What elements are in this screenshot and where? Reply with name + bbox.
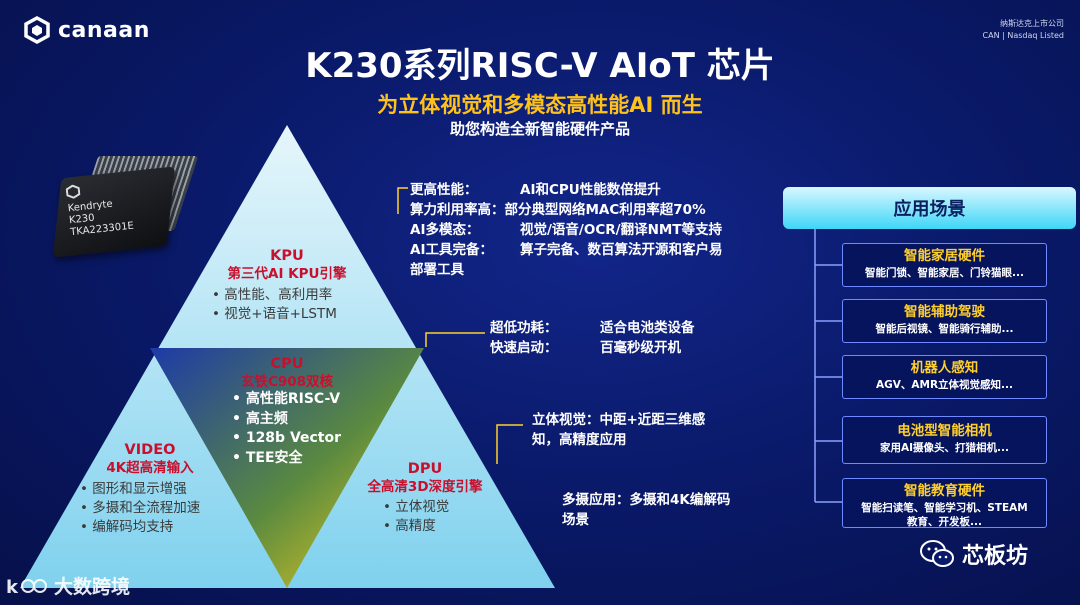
watermark-logo-icon: k — [6, 577, 47, 598]
cpu-title: CPU — [270, 356, 304, 372]
svg-text:k: k — [6, 577, 19, 598]
scenario-card[interactable]: 机器人感知 AGV、AMR立体视觉感知... — [842, 355, 1047, 399]
watermark-right-text: 芯板坊 — [962, 544, 1029, 569]
kpu-features: 更高性能：AI和CPU性能数倍提升 算力利用率高：部分典型网络MAC利用率超70… — [410, 180, 723, 280]
video-section: VIDEO 4K超高清输入 — [60, 441, 240, 477]
cpu-center-triangle — [150, 348, 424, 588]
feature-row: 算力利用率高：部分典型网络MAC利用率超70% — [410, 202, 706, 218]
feature-row: 超低功耗：适合电池类设备 — [490, 320, 695, 336]
cpu-item: • TEE安全 — [232, 449, 303, 466]
kendryte-logo-icon — [65, 184, 81, 199]
feature-continuation: 部署工具 — [410, 262, 464, 278]
watermark-left-text: 大数跨境 — [54, 576, 131, 598]
page-title: K230系列RISC-V AIoT 芯片 — [305, 46, 775, 86]
cpu-list: • 高性能RISC-V • 高主频 • 128b Vector • TEE安全 — [232, 390, 341, 468]
cpu-item: • 高主频 — [232, 410, 288, 427]
kpu-subtitle: 第三代AI KPU引擎 — [227, 266, 347, 282]
watermark-left: k 大数跨境 — [6, 572, 130, 599]
video-subtitle: 4K超高清输入 — [106, 460, 194, 476]
k230-chip-image: Kendryte K230 TKA223301E — [52, 150, 199, 258]
kpu-section: KPU 第三代AI KPU引擎 — [187, 247, 387, 283]
listed-cn: 纳斯达克上市公司 — [1000, 19, 1064, 28]
dpu-subtitle: 全高清3D深度引擎 — [367, 479, 483, 495]
watermark-right: 芯板坊 — [920, 538, 1028, 570]
video-item: • 图形和显示增强 — [80, 481, 187, 497]
listed-en: CAN | Nasdaq Listed — [982, 31, 1064, 40]
video-item: • 多摄和全流程加速 — [80, 500, 201, 516]
dpu-item: • 高精度 — [383, 518, 436, 534]
dpu-list: • 立体视觉 • 高精度 — [383, 498, 449, 536]
feature-row: AI多模态：视觉/语音/OCR/翻译NMT等支持 — [410, 222, 723, 238]
kpu-title: KPU — [270, 248, 304, 264]
page-subtitle: 为立体视觉和多模态高性能AI 而生 — [377, 93, 703, 117]
canaan-logo: canaan — [24, 16, 150, 44]
stereo-feature: 立体视觉：中距+近距三维感 知，高精度应用 — [532, 412, 706, 448]
page-tagline: 助您构造全新智能硬件产品 — [449, 120, 630, 138]
scenario-card[interactable]: 智能教育硬件 智能扫读笔、智能学习机、STEAM 教育、开发板... — [842, 478, 1047, 528]
listed-badge: 纳斯达克上市公司 CAN | Nasdaq Listed — [983, 18, 1064, 42]
video-list: • 图形和显示增强 • 多摄和全流程加速 • 编解码均支持 — [80, 480, 200, 537]
cpu-subtitle: 玄铁C908双核 — [240, 374, 334, 390]
cpu-section: CPU 玄铁C908双核 — [187, 355, 387, 391]
feature-row: 快速启动：百毫秒级开机 — [490, 340, 681, 356]
dpu-item: • 立体视觉 — [383, 499, 450, 515]
feature-row: AI工具完备：算子完备、数百算法开源和客户易 — [410, 242, 723, 258]
wechat-icon — [920, 540, 954, 567]
kpu-item: • 高性能、高利用率 — [212, 287, 333, 303]
scenario-card[interactable]: 电池型智能相机 家用AI摄像头、打猎相机... — [842, 416, 1047, 464]
kpu-item: • 视觉+语音+LSTM — [212, 306, 337, 322]
brand-name: canaan — [58, 17, 150, 43]
hexagon-logo-icon — [24, 16, 50, 44]
video-title: VIDEO — [124, 442, 176, 458]
feature-row: 更高性能：AI和CPU性能数倍提升 — [410, 182, 661, 198]
cpu-item: • 高性能RISC-V — [232, 391, 341, 407]
cpu-item: • 128b Vector — [232, 430, 342, 446]
dpu-section: DPU 全高清3D深度引擎 — [340, 460, 510, 496]
power-features: 超低功耗：适合电池类设备 快速启动：百毫秒级开机 — [490, 318, 695, 358]
dpu-title: DPU — [407, 461, 443, 477]
multicam-feature: 多摄应用：多摄和4K编解码 场景 — [562, 492, 731, 528]
kpu-list: • 高性能、高利用率 • 视觉+语音+LSTM — [212, 286, 337, 324]
video-item: • 编解码均支持 — [80, 519, 174, 535]
scenario-header: 应用场景 — [783, 187, 1076, 229]
scenario-card[interactable]: 智能辅助驾驶 智能后视镜、智能骑行辅助... — [842, 299, 1047, 343]
scenario-card[interactable]: 智能家居硬件 智能门锁、智能家居、门铃猫眼... — [842, 243, 1047, 287]
